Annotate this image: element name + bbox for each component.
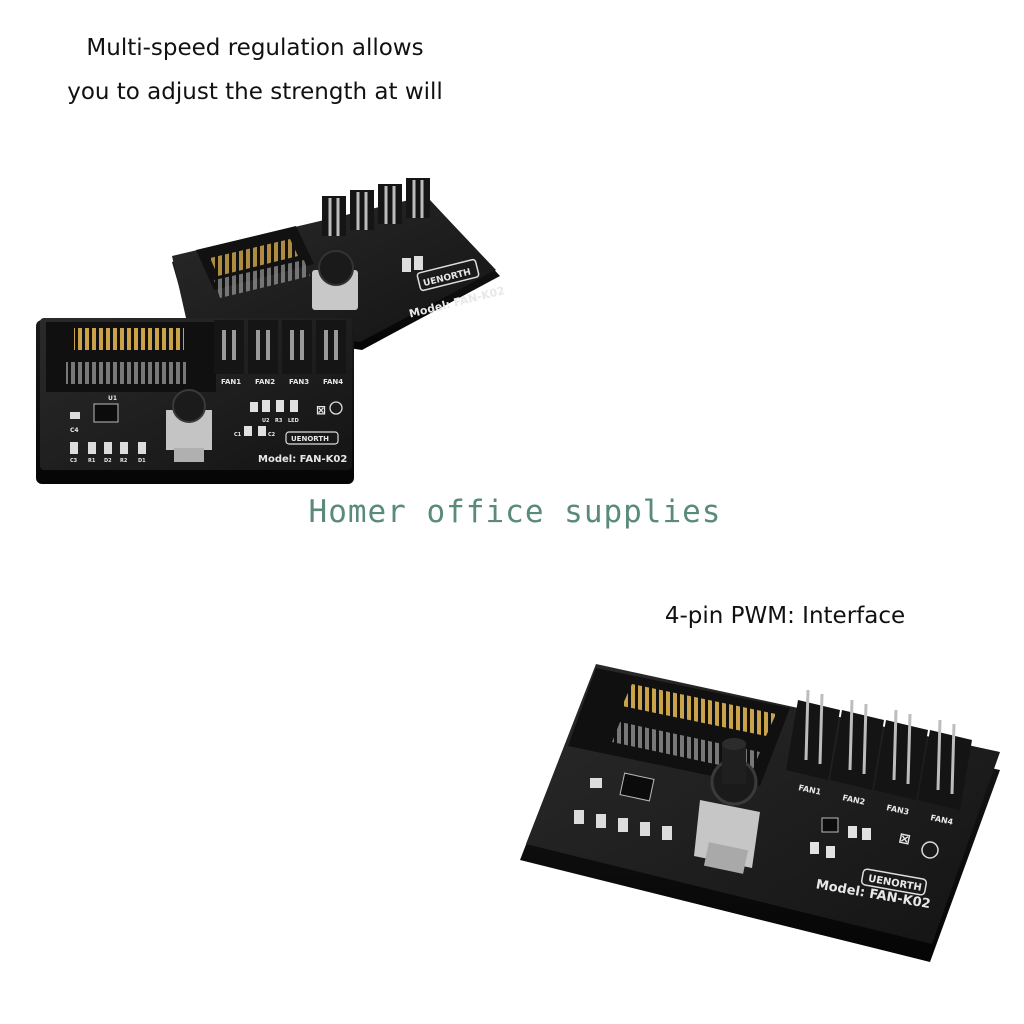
top-caption-line1: Multi-speed regulation allows [86, 35, 424, 61]
pin-header-bottom [786, 689, 972, 810]
label-c3: C3 [70, 458, 78, 464]
no-pb-icon [329, 401, 343, 415]
bottom-caption: 4-pin PWM: Interface [664, 603, 906, 629]
label-c1: C1 [234, 432, 242, 438]
model-label-front: Model: FAN-K02 [258, 454, 347, 465]
label-c2: C2 [268, 432, 276, 438]
label-u1: U1 [108, 395, 117, 402]
label-r3: R3 [275, 418, 283, 424]
label-d1: D1 [138, 458, 146, 464]
weee-icon: ⊠ [316, 403, 326, 417]
no-pb-icon-bottom [921, 841, 939, 859]
label-c4: C4 [70, 427, 79, 434]
label-r1: R1 [88, 458, 96, 464]
board-bottom: FAN1 FAN2 FAN3 FAN4 ⊠ UEN [520, 664, 1000, 962]
pin-header-front [214, 320, 346, 374]
label-u2: U2 [262, 418, 270, 424]
weee-icon-bottom: ⊠ [897, 830, 912, 848]
label-r2: R2 [120, 458, 128, 464]
fan-label-4: FAN4 [323, 378, 343, 386]
top-caption-line2: you to adjust the strength at will [67, 79, 443, 105]
pin-header-back [322, 178, 430, 236]
board-back: UENORTH Model: FAN-K02 [172, 178, 506, 350]
fan-label-2: FAN2 [255, 378, 275, 386]
label-d2: D2 [104, 458, 112, 464]
fan-label-1: FAN1 [221, 378, 241, 386]
fan-label-3: FAN3 [289, 378, 309, 386]
label-led: LED [288, 418, 299, 424]
top-caption: Multi-speed regulation allows you to adj… [40, 26, 470, 114]
watermark-text: Homer office supplies [308, 494, 722, 530]
board-front: FAN1 FAN2 FAN3 FAN4 U1 C4 C3 R1 D2 R2 D1… [36, 318, 354, 484]
brand-label-front: UENORTH [291, 435, 329, 443]
